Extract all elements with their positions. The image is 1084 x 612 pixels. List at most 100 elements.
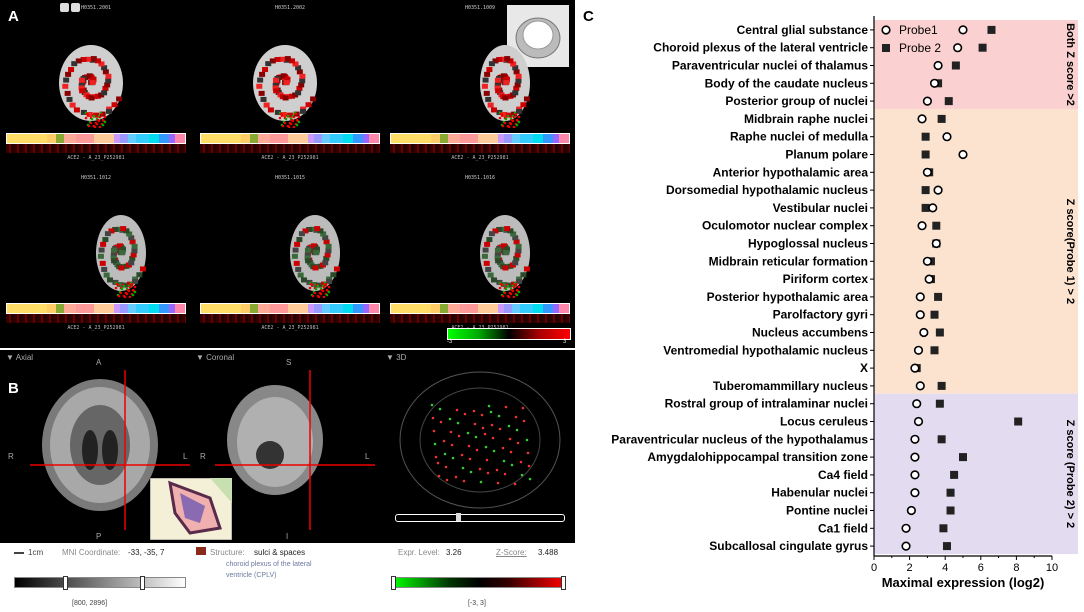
structure-color-bar[interactable] (6, 303, 186, 314)
probe1-point (928, 203, 938, 213)
sample-point (520, 473, 524, 477)
zscore-label[interactable]: Z-Score: (496, 548, 527, 557)
group-band (874, 20, 1052, 109)
donor-id: H0351.2001 (80, 5, 112, 11)
brain-3d-render (59, 45, 123, 128)
structure-segment (478, 134, 498, 143)
x-tick-label: 4 (942, 562, 948, 574)
axial-title: Axial (15, 353, 34, 362)
donor-id: H0351.2002 (274, 5, 306, 11)
sample-point (460, 453, 464, 457)
sample-point (436, 461, 440, 465)
sample-point (513, 482, 517, 486)
probe2-point (937, 114, 946, 123)
coronal-mri-view[interactable] (215, 370, 375, 540)
intensity-range-slider[interactable] (14, 576, 186, 590)
panel-a-letter: A (8, 8, 19, 25)
sample-point (468, 457, 472, 461)
sample-point (445, 478, 449, 482)
structure-segment (119, 304, 128, 313)
intensity-max-handle[interactable] (140, 576, 145, 590)
sample-point (527, 464, 531, 468)
structure-segment (511, 304, 520, 313)
donor-panel[interactable]: H0351.1016ACE2 - A_23_P252981 (390, 170, 570, 340)
brain-orientation-thumbnail[interactable] (507, 5, 569, 67)
probe1-point (910, 470, 920, 480)
structure-color-bar[interactable] (200, 303, 380, 314)
structure-segment (519, 134, 534, 143)
zscore-max-handle[interactable] (561, 576, 566, 590)
sample-point (432, 429, 436, 433)
intensity-min-handle[interactable] (63, 576, 68, 590)
structure-color-bar[interactable] (200, 133, 380, 144)
zoom-icon[interactable] (71, 3, 80, 12)
threed-brain-view[interactable] (392, 365, 572, 525)
structure-detail-line1[interactable]: choroid plexus of the lateral (226, 561, 312, 568)
sample-point (483, 432, 487, 436)
view-label-axial[interactable]: ▼ Axial (6, 353, 34, 362)
structure-color-bar[interactable] (390, 133, 570, 144)
probe2-point (951, 61, 960, 70)
probe2-point (950, 470, 959, 479)
expression-color-scale (447, 328, 571, 340)
settings-icon[interactable] (60, 3, 69, 12)
view-label-3d[interactable]: ▼ 3D (386, 353, 407, 362)
category-label: Midbrain reticular formation (709, 254, 868, 268)
structure-color-bar[interactable] (390, 303, 570, 314)
zscore-min-handle[interactable] (391, 576, 396, 590)
structure-segment (94, 304, 114, 313)
zscore-range-slider[interactable] (391, 576, 566, 590)
mni-value: -33, -35, 7 (128, 548, 165, 557)
view-label-coronal[interactable]: ▼ Coronal (196, 353, 235, 362)
category-label: Body of the caudate nucleus (705, 76, 869, 90)
sample-point (490, 423, 494, 427)
probe1-point (906, 505, 916, 516)
structure-segment (559, 304, 569, 313)
threed-slider-handle[interactable] (456, 513, 461, 521)
x-tick-label: 8 (1013, 562, 1019, 574)
sample-point (475, 448, 479, 452)
structure-segment (307, 304, 314, 313)
sample-point (457, 434, 461, 438)
axial-mri-view[interactable] (30, 370, 190, 540)
structure-segment (76, 134, 95, 143)
sample-point (431, 416, 435, 420)
category-label: Rostral group of intralaminar nuclei (665, 397, 868, 411)
sample-point (462, 479, 466, 483)
donor-id: H0351.1015 (274, 175, 306, 181)
structure-segment (313, 304, 322, 313)
axial-right-label: L (183, 452, 188, 461)
probe1-point (917, 221, 927, 231)
structure-color-bar[interactable] (6, 133, 186, 144)
probe2-point (937, 435, 946, 444)
probe2-point (978, 43, 987, 52)
sample-point (478, 467, 482, 471)
category-label: Habenular nuclei (771, 486, 868, 500)
donor-id: H0351.1016 (464, 175, 496, 181)
sample-point (502, 459, 506, 463)
sample-point (528, 477, 532, 481)
gene-probe-label: ACE2 - A_23_P252981 (67, 155, 125, 161)
group-label: Z score (Probe 2) > 2 (1064, 420, 1076, 529)
structure-label: Structure: (210, 548, 245, 557)
structure-segment (159, 134, 170, 143)
x-tick-label: 0 (871, 562, 877, 574)
intensity-range-label: [800, 2896] (72, 600, 108, 607)
sample-point (448, 417, 452, 421)
category-label: Piriform cortex (783, 272, 869, 286)
structure-segment (149, 134, 160, 143)
group-label-band (1052, 109, 1078, 394)
threed-slider[interactable] (395, 513, 565, 522)
structure-segment (175, 134, 185, 143)
probe2-point (930, 346, 939, 355)
structure-segment (329, 134, 344, 143)
structure-detail-line2[interactable]: ventricle (CPLV) (226, 572, 277, 579)
structure-segment (497, 134, 504, 143)
sample-point (439, 420, 443, 424)
structure-segment (369, 134, 379, 143)
